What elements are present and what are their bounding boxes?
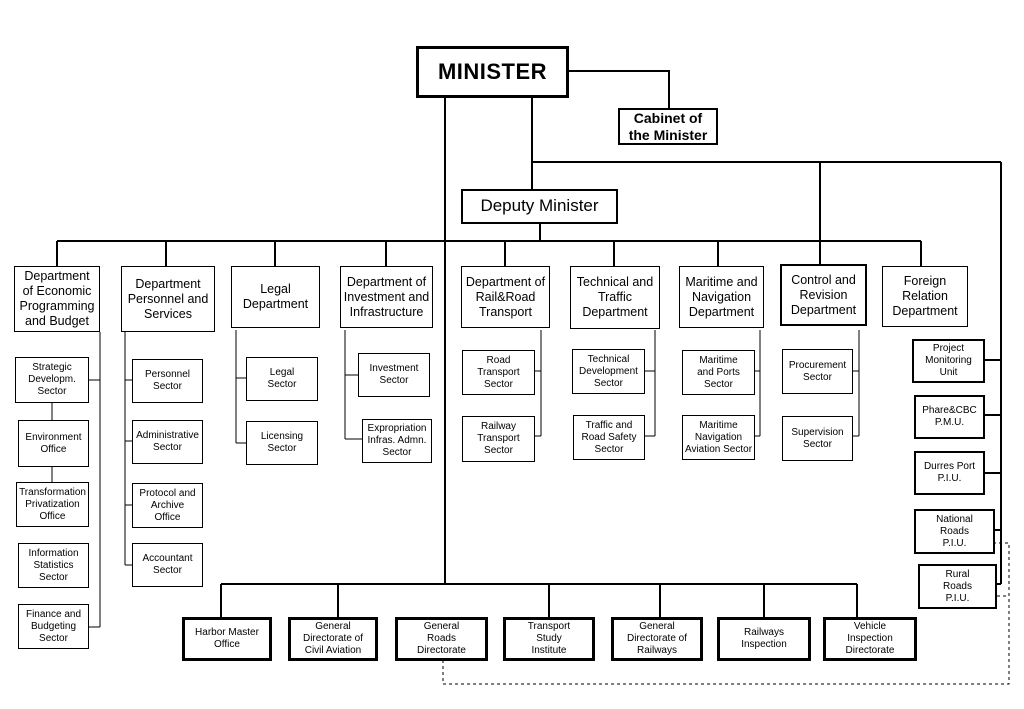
- unit-railway-transport: Railway Transport Sector: [462, 416, 535, 462]
- unit-supervision: Supervision Sector: [782, 416, 853, 461]
- agency-civil-aviation: General Directorate of Civil Aviation: [288, 617, 378, 661]
- unit-maritime-ports: Maritime and Ports Sector: [682, 350, 755, 395]
- department-legal: Legal Department: [231, 266, 320, 328]
- department-economic: Department of Economic Programming and B…: [14, 266, 100, 332]
- department-rail-road: Department of Rail&Road Transport: [461, 266, 550, 328]
- unit-legal-sector: Legal Sector: [246, 357, 318, 401]
- unit-protocol: Protocol and Archive Office: [132, 483, 203, 528]
- department-investment: Department of Investment and Infrastruct…: [340, 266, 433, 328]
- unit-accountant: Accountant Sector: [132, 543, 203, 587]
- department-maritime: Maritime and Navigation Department: [679, 266, 764, 328]
- unit-phare-cbc: Phare&CBC P.M.U.: [914, 395, 985, 439]
- unit-personnel: Personnel Sector: [132, 359, 203, 403]
- unit-maritime-navigation: Maritime Navigation Aviation Sector: [682, 415, 755, 460]
- agency-railways-directorate: General Directorate of Railways: [611, 617, 703, 661]
- unit-traffic-safety: Traffic and Road Safety Sector: [573, 415, 645, 460]
- unit-rural-roads: Rural Roads P.I.U.: [918, 564, 997, 609]
- deputy-minister-box: Deputy Minister: [461, 189, 618, 224]
- unit-procurement: Procurement Sector: [782, 349, 853, 394]
- unit-strategic: Strategic Developm. Sector: [15, 357, 89, 403]
- unit-finance: Finance and Budgeting Sector: [18, 604, 89, 649]
- department-foreign: Foreign Relation Department: [882, 266, 968, 327]
- unit-licensing: Licensing Sector: [246, 421, 318, 465]
- unit-environment: Environment Office: [18, 420, 89, 467]
- agency-transport-study: Transport Study Institute: [503, 617, 595, 661]
- unit-technical-development: Technical Development Sector: [572, 349, 645, 394]
- minister-box: MINISTER: [416, 46, 569, 98]
- agency-harbor-master: Harbor Master Office: [182, 617, 272, 661]
- unit-road-transport: Road Transport Sector: [462, 350, 535, 395]
- unit-information: Information Statistics Sector: [18, 543, 89, 588]
- unit-investment-sector: Investment Sector: [358, 353, 430, 397]
- unit-administrative: Administrative Sector: [132, 420, 203, 464]
- department-technical: Technical and Traffic Department: [570, 266, 660, 329]
- cabinet-box: Cabinet of the Minister: [618, 108, 718, 145]
- unit-transformation: Transformation Privatization Office: [16, 482, 89, 527]
- unit-durres-port: Durres Port P.I.U.: [914, 451, 985, 495]
- agency-roads-directorate: General Roads Directorate: [395, 617, 488, 661]
- agency-railways-inspection: Railways Inspection: [717, 617, 811, 661]
- unit-expropriation: Expropriation Infras. Admn. Sector: [362, 419, 432, 463]
- agency-vehicle-inspection: Vehicle Inspection Directorate: [823, 617, 917, 661]
- department-control: Control and Revision Department: [780, 264, 867, 326]
- unit-project-monitoring: Project Monitoring Unit: [912, 339, 985, 383]
- department-personnel: Department Personnel and Services: [121, 266, 215, 332]
- unit-national-roads: National Roads P.I.U.: [914, 509, 995, 554]
